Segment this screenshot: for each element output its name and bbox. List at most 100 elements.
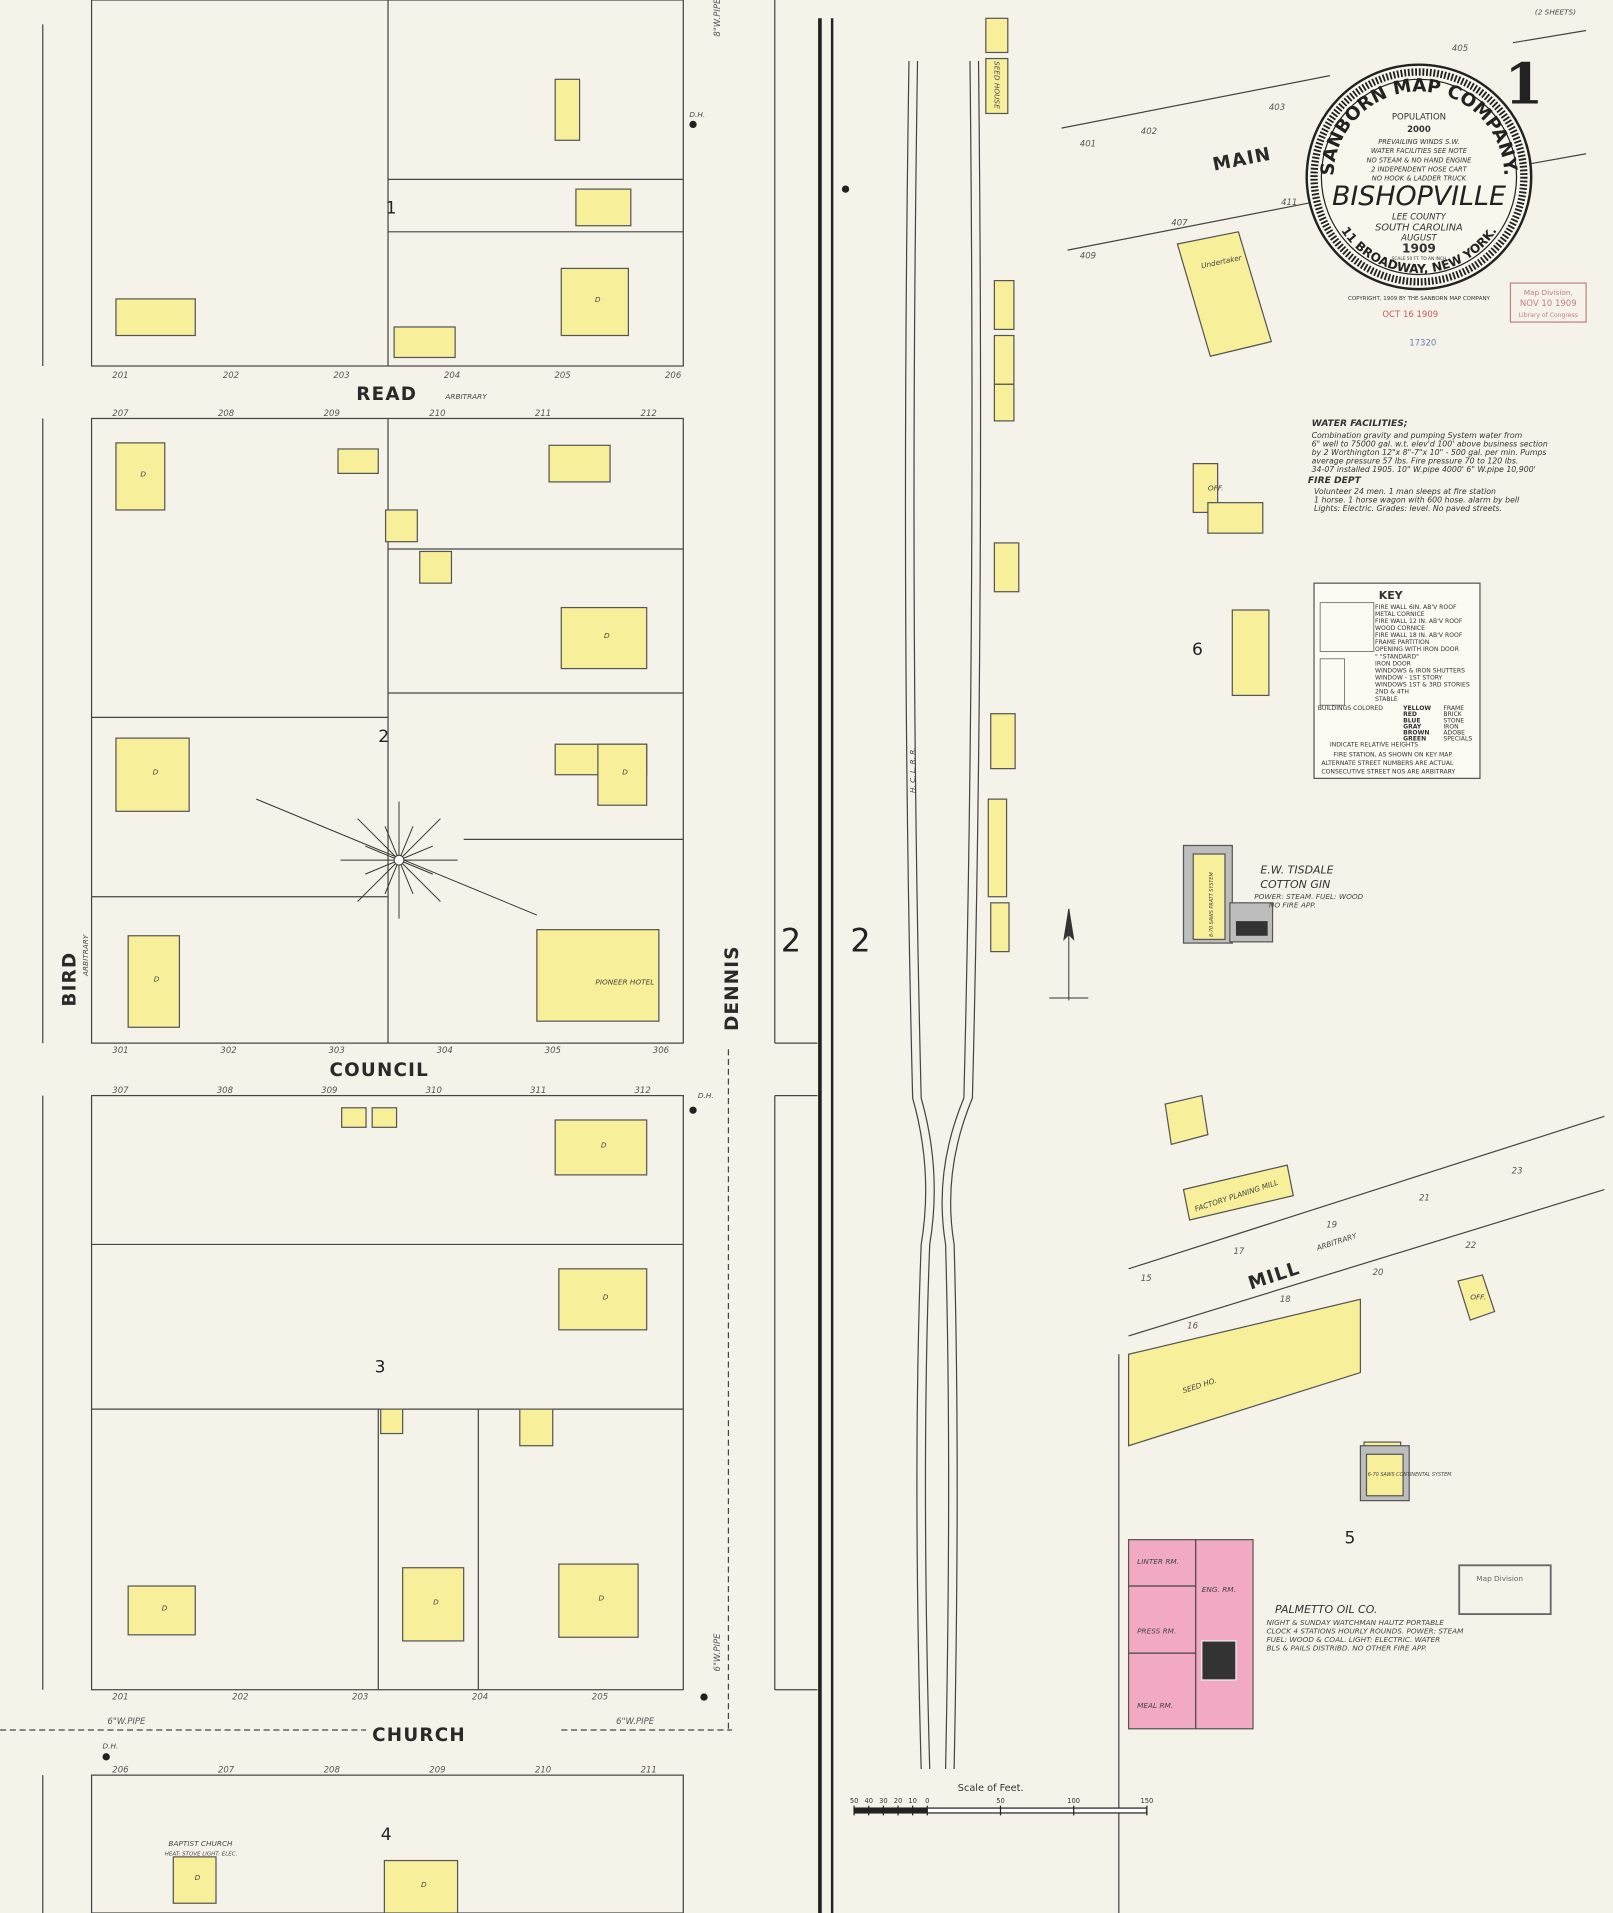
dwelling-label: D [622, 768, 628, 777]
street-dennis: DENNIS [722, 945, 743, 1031]
key-fire-station: FIRE STATION, AS SHOWN ON KEY MAP. [1334, 751, 1454, 758]
water-line: 34-07 installed 1905. 10" W.pipe 4000' 6… [1312, 465, 1536, 474]
frame-building [985, 17, 1009, 54]
frame-building [993, 279, 1015, 331]
key-item: FIRE WALL 12 IN. AB'V ROOF [1375, 618, 1463, 625]
block-4: 4 [381, 1825, 392, 1845]
frame-building [548, 444, 611, 483]
key-color: YELLOW [1402, 705, 1431, 712]
dh-label: D.H. [689, 110, 705, 119]
dwelling-label: D [604, 631, 610, 640]
house-number: 208 [324, 1766, 341, 1776]
house-number: 16 [1187, 1322, 1198, 1332]
key-heights: INDICATE RELATIVE HEIGHTS [1330, 742, 1418, 749]
block-5: 5 [1345, 1528, 1356, 1548]
railroad: H. C. L. R. R. [818, 18, 982, 1913]
sanborn-seal: SANBORN MAP COMPANY. 11 BROADWAY, NEW YO… [1305, 63, 1533, 302]
key-material: STONE [1443, 717, 1464, 724]
library-stamp: Map Division, NOV 10 1909 Library of Con… [1382, 282, 1587, 1616]
dh-label: D.H. [698, 1091, 714, 1100]
house-number: 305 [545, 1046, 561, 1056]
dwelling-label: D [154, 975, 160, 984]
frame-building [115, 737, 190, 812]
key-title: KEY [1379, 589, 1404, 602]
frame-building [993, 383, 1015, 422]
street-church: CHURCH [372, 1725, 466, 1746]
street-labels: READ ARBITRARY COUNCIL CHURCH BIRD ARBIT… [60, 144, 1358, 1746]
house-number: 15 [1141, 1274, 1152, 1284]
compass-rose [256, 798, 1089, 1001]
house-number: 401 [1080, 139, 1096, 149]
hydrant-marker [689, 1106, 697, 1114]
house-number: 307 [112, 1086, 129, 1096]
seal-state: SOUTH CAROLINA [1375, 223, 1463, 234]
block-6: 6 [1192, 640, 1203, 660]
block-numbers: 1 2 3 4 5 6 2 2 [375, 199, 1356, 1845]
cotton-gin-annotation: E.W. TISDALE COTTON GIN POWER: STEAM. FU… [1209, 864, 1452, 1479]
seal-line: 2 INDEPENDENT HOSE CART [1371, 165, 1468, 173]
cotton-gin-detail: NO FIRE APP. [1269, 901, 1316, 910]
frame-building [393, 326, 456, 359]
frame-building [558, 1268, 648, 1331]
stamp-line: Map Division, [1524, 288, 1573, 297]
frame-building [127, 1585, 196, 1636]
house-number: 302 [220, 1046, 236, 1056]
seal-year: 1909 [1402, 242, 1436, 256]
house-number: 208 [218, 409, 235, 419]
key-item: FIRE WALL 18 IN. AB'V ROOF [1375, 632, 1463, 639]
dwelling-label: D [153, 768, 159, 777]
seal-line: PREVAILING WINDS S.W. [1378, 138, 1459, 146]
hydrant-marker [102, 1753, 110, 1761]
house-number: 211 [535, 409, 551, 419]
palmetto-detail: FUEL: WOOD & COAL. LIGHT: ELECTRIC. WATE… [1266, 1635, 1440, 1644]
sheet-count-note: (2 SHEETS) [1535, 8, 1576, 17]
scale-label: Scale of Feet. [958, 1783, 1024, 1794]
frame-building [554, 78, 581, 141]
key-material: FRAME [1443, 705, 1464, 712]
house-number: 211 [641, 1766, 657, 1776]
house-number: 203 [333, 371, 349, 381]
scale-tick: 40 [864, 1797, 873, 1805]
dwelling-label: D [162, 1603, 168, 1612]
seed-house-building [1127, 1298, 1362, 1447]
water-line: Combination gravity and pumping System w… [1312, 431, 1523, 440]
frame-building [371, 1107, 398, 1128]
key-item: IRON DOOR [1375, 660, 1412, 667]
dwelling-label: D [195, 1873, 201, 1882]
house-number: 205 [554, 371, 570, 381]
frame-building [554, 1119, 648, 1176]
linter-room-label: LINTER RM. [1137, 1557, 1179, 1566]
sheet-number: 1 [1504, 52, 1543, 118]
key-color: BROWN [1403, 729, 1429, 736]
water-line: average pressure 57 lbs. Fire pressure 7… [1312, 457, 1519, 466]
house-number: 207 [218, 1766, 235, 1776]
house-number: 309 [321, 1086, 337, 1096]
cotton-gin-building [1182, 844, 1410, 1502]
key-material: IRON [1443, 723, 1458, 730]
received-date-stamp: OCT 16 1909 [1382, 310, 1438, 320]
house-number: 405 [1452, 44, 1468, 54]
key-item: METAL CORNICE [1375, 611, 1425, 618]
key-item: WOOD CORNICE [1375, 625, 1425, 632]
key-item: 2ND & 4TH [1375, 689, 1409, 696]
house-number: 301 [112, 1046, 128, 1056]
house-number: 21 [1419, 1194, 1430, 1204]
bird-arbitrary: ARBITRARY [81, 934, 90, 977]
office-label: OFF. [1470, 1292, 1486, 1301]
frame-building [519, 1408, 554, 1447]
frame-building [337, 448, 379, 474]
frame-building [536, 929, 660, 1022]
palmetto-oil-annotation: PALMETTO OIL CO. NIGHT & SUNDAY WATCHMAN… [1266, 1603, 1464, 1653]
seal-month: AUGUST [1400, 233, 1437, 243]
read-arbitrary: ARBITRARY [444, 392, 487, 401]
baptist-church-label: BAPTIST CHURCH [168, 1839, 233, 1848]
frame-building [560, 606, 648, 670]
planing-mill-building [1182, 1164, 1295, 1221]
hydrant-marker [689, 120, 697, 129]
seed-building [1164, 1094, 1209, 1146]
house-number: 201 [112, 371, 128, 381]
